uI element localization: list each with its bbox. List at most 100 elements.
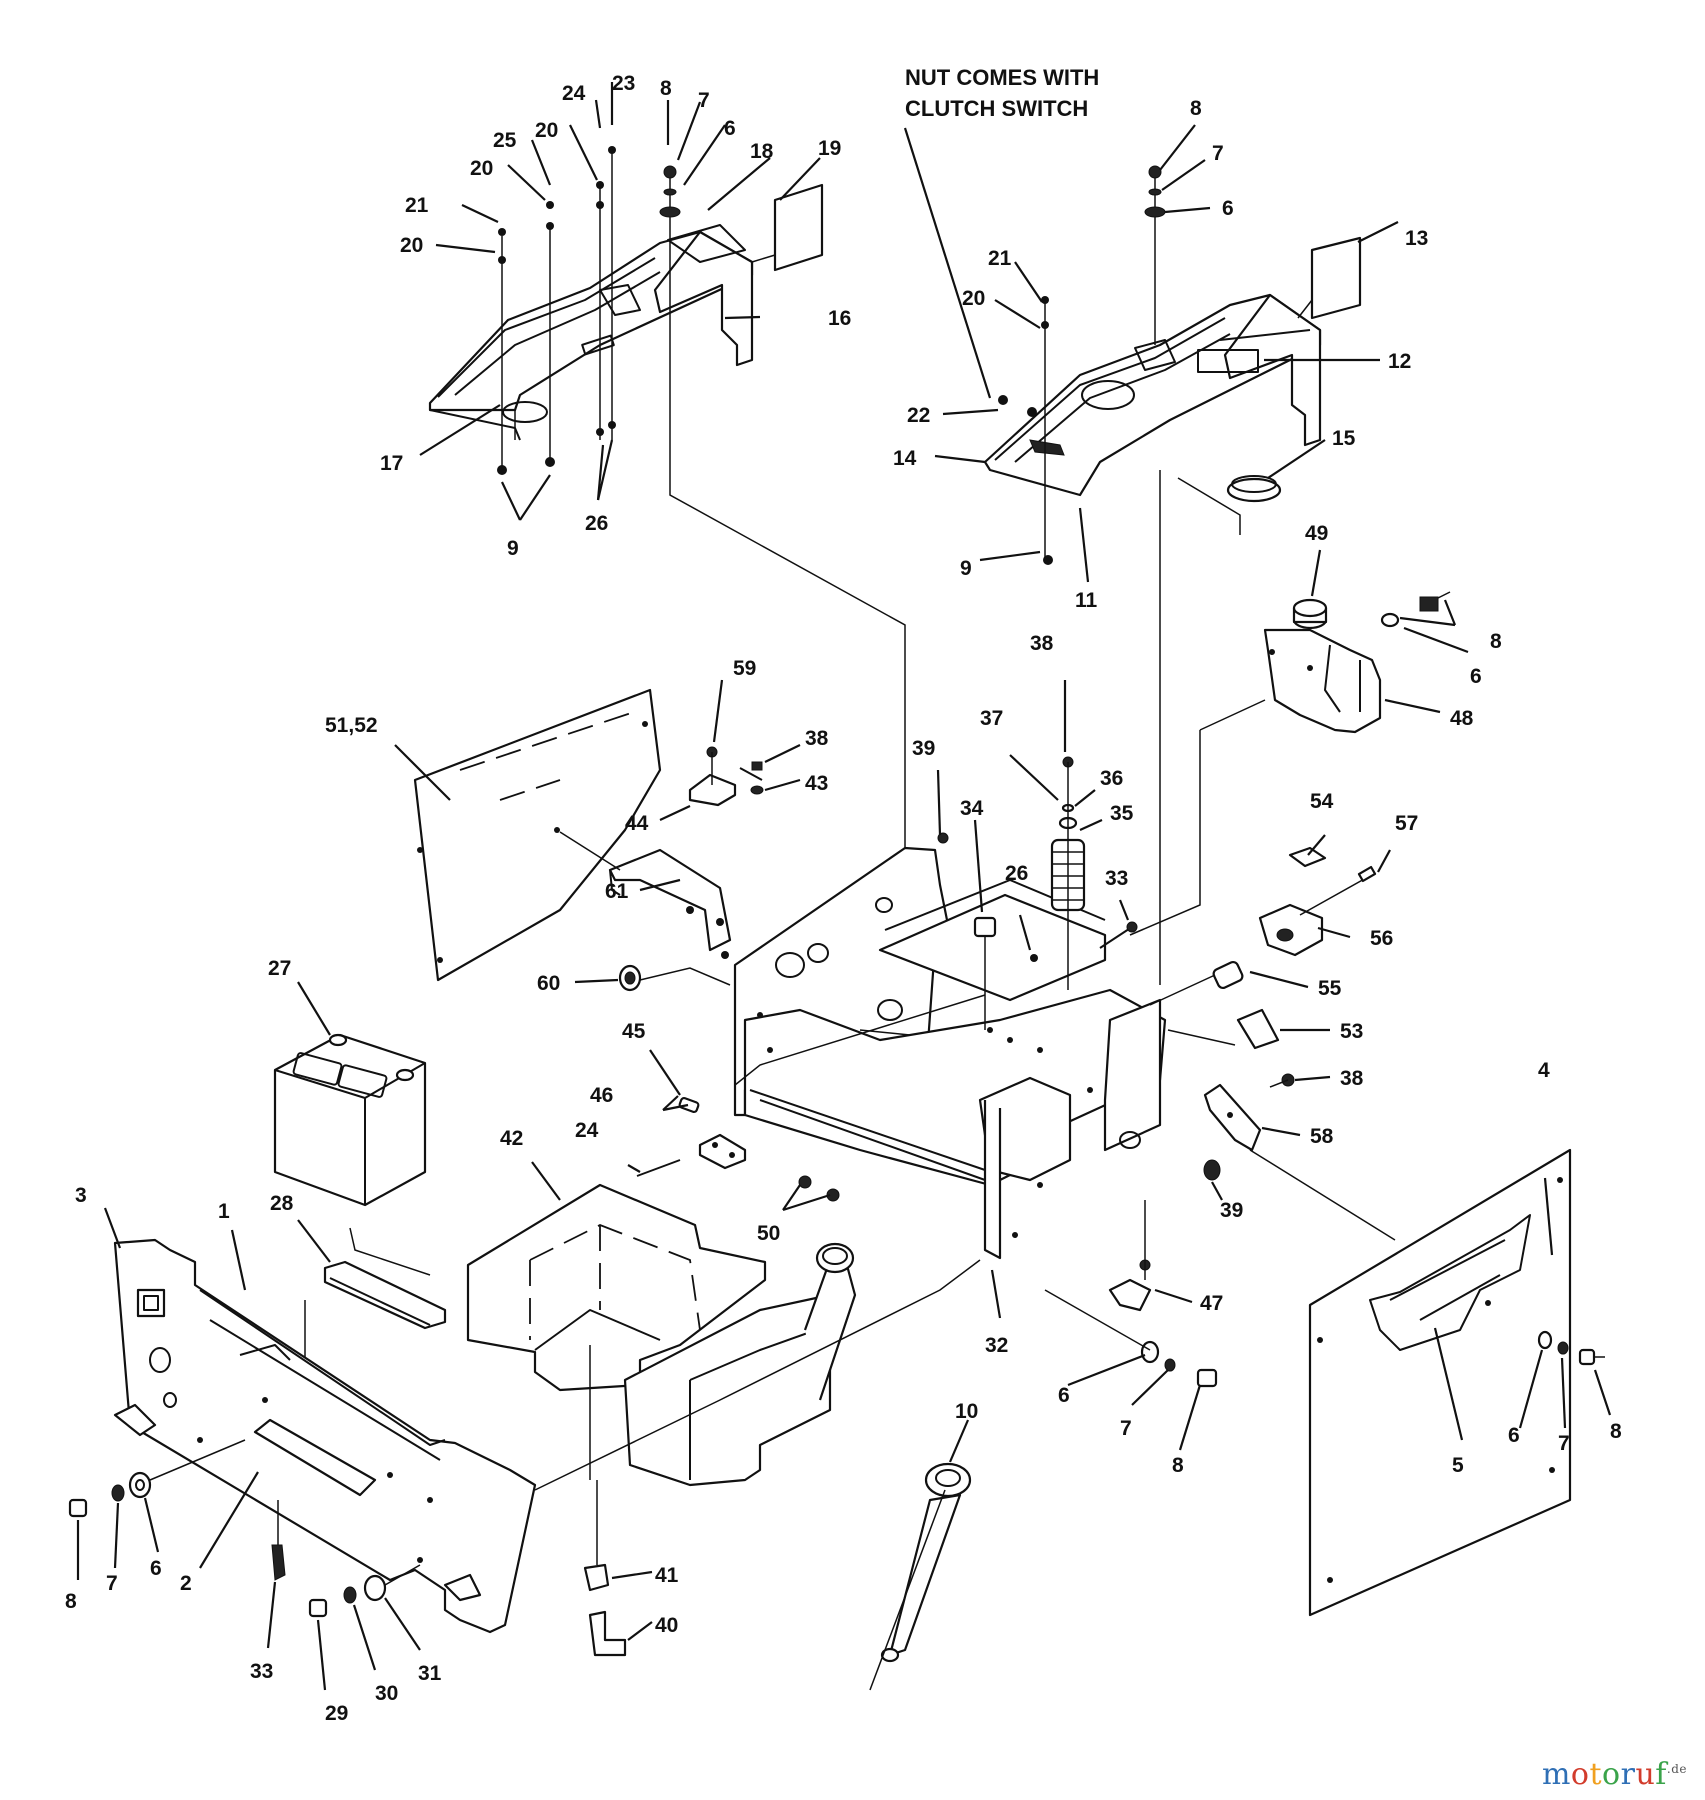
side-panel-51-52	[413, 688, 662, 982]
fuel-tank	[1199, 598, 1382, 734]
callout-53: 53	[1340, 1020, 1363, 1043]
callout-32: 32	[985, 1334, 1008, 1357]
callout-50: 50	[757, 1222, 780, 1245]
callout-6: 6	[150, 1557, 162, 1580]
decal-13	[1310, 236, 1362, 320]
decal-19	[773, 183, 824, 272]
callout-7: 7	[106, 1572, 118, 1595]
callout-26: 26	[1005, 862, 1028, 885]
callout-33: 33	[250, 1660, 273, 1683]
plate-54	[1288, 846, 1327, 868]
callout-8: 8	[660, 77, 672, 100]
callout-21: 21	[988, 247, 1012, 270]
bracket-61	[554, 827, 732, 959]
callout-28: 28	[270, 1192, 294, 1215]
tank-shroud	[589, 1242, 857, 1487]
tank-fasteners	[1380, 591, 1451, 628]
fasteners-6-7-8-mid	[1044, 1289, 1218, 1388]
watermark-r: r	[1620, 1757, 1636, 1792]
callout-1: 1	[218, 1200, 230, 1223]
callout-41: 41	[655, 1564, 679, 1587]
callout-6: 6	[1470, 665, 1482, 688]
callout-42: 42	[500, 1127, 523, 1150]
callout-54: 54	[1310, 790, 1334, 813]
callout-30: 30	[375, 1682, 398, 1705]
callout-59: 59	[733, 657, 756, 680]
watermark-o2: o	[1602, 1757, 1621, 1792]
callout-6: 6	[1508, 1424, 1520, 1447]
note-line-1: NUT COMES WITH	[905, 65, 1099, 90]
leader-lines	[76, 82, 1612, 1691]
callout-8: 8	[1172, 1454, 1184, 1477]
callout-46: 46	[590, 1084, 613, 1107]
fasteners-front-bottom	[308, 1564, 421, 1618]
switch-44	[688, 746, 764, 807]
callout-14: 14	[893, 447, 917, 470]
footrest-42	[466, 1183, 767, 1392]
callout-38: 38	[1340, 1067, 1364, 1090]
callout-57: 57	[1395, 812, 1418, 835]
note-line-2: CLUTCH SWITCH	[905, 96, 1088, 121]
bolts-50	[798, 1175, 840, 1202]
right-console-cover	[983, 293, 1322, 565]
callout-16: 16	[828, 307, 851, 330]
spring-35	[1050, 756, 1086, 990]
callout-34: 34	[960, 797, 984, 820]
callout-9: 9	[507, 537, 519, 560]
callout-60: 60	[537, 972, 560, 995]
callout-36: 36	[1100, 767, 1123, 790]
callout-2: 2	[180, 1572, 192, 1595]
latch-46	[698, 1133, 747, 1170]
callout-19: 19	[818, 137, 841, 160]
callout-10: 10	[955, 1400, 978, 1423]
watermark-u: u	[1635, 1757, 1656, 1792]
callout-17: 17	[380, 452, 403, 475]
main-frame	[733, 846, 1167, 1260]
callout-20: 20	[962, 287, 985, 310]
left-console-fasteners	[497, 146, 681, 475]
callout-labels: 21 20 20 2 5 20 24 23 8 7 6 1 8 19 16 17 9…	[75, 72, 1622, 1725]
callout-9: 9	[960, 557, 972, 580]
callout-38: 38	[1030, 632, 1054, 655]
callout-13: 13	[1405, 227, 1428, 250]
callout-33: 33	[1105, 867, 1128, 890]
fuel-gauge-10	[880, 1462, 972, 1663]
left-console-cover	[428, 224, 754, 441]
callout-6: 6	[1058, 1384, 1070, 1407]
callout-27: 27	[268, 957, 291, 980]
callout-8: 8	[65, 1590, 77, 1613]
callout-labels-extra: 8 7 6 33 41 40	[65, 1557, 679, 1683]
assembly-lines	[534, 335, 1396, 1491]
callout-45: 45	[622, 1020, 646, 1043]
watermark-o: o	[1570, 1757, 1590, 1792]
callout-23: 23	[612, 72, 635, 95]
callout-3: 3	[75, 1184, 87, 1207]
right-side-panel	[1308, 1148, 1572, 1617]
fitting-41	[583, 1480, 610, 1592]
callout-26: 26	[585, 512, 608, 535]
watermark-t: t	[1589, 1757, 1603, 1792]
callout-49: 49	[1305, 522, 1328, 545]
callout-39: 39	[1220, 1199, 1243, 1222]
right-console-fasteners	[998, 165, 1166, 417]
callout-61: 61	[605, 880, 629, 903]
callout-20: 20	[470, 157, 493, 180]
bushing-60	[618, 964, 731, 992]
callout-12: 12	[1388, 350, 1411, 373]
callout-38: 38	[805, 727, 829, 750]
clip-33-front	[271, 1500, 286, 1581]
bracket-28	[323, 1260, 447, 1330]
battery	[273, 1033, 427, 1207]
callout-5: 5	[1452, 1454, 1464, 1477]
callout-47: 47	[1200, 1292, 1223, 1315]
callout-6: 6	[1222, 197, 1234, 220]
watermark-f: f	[1655, 1757, 1667, 1792]
front-panel	[113, 1238, 537, 1634]
callout-20: 20	[400, 234, 423, 257]
callout-6: 6	[724, 117, 736, 140]
spring-55	[1149, 960, 1244, 1006]
fitting-40	[588, 1610, 627, 1657]
callout-22: 22	[907, 404, 930, 427]
callout-24: 24	[575, 1119, 599, 1142]
clip-15	[1177, 475, 1282, 535]
